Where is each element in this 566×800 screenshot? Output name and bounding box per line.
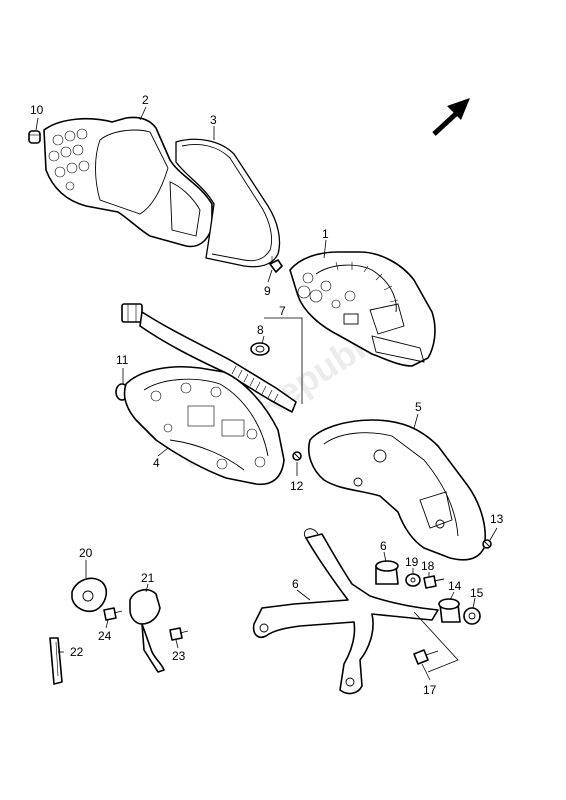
part-number-5: 5 (415, 400, 422, 414)
part-number-17: 17 (423, 683, 437, 697)
part-number-labels: 10 2 3 1 9 7 8 11 4 12 5 13 6 19 18 14 1… (30, 93, 504, 697)
part-number-14: 14 (448, 579, 462, 593)
part-number-9: 9 (264, 284, 271, 298)
part-3-gasket (175, 138, 281, 268)
part-number-1: 1 (322, 227, 329, 241)
part-number-12: 12 (290, 479, 304, 493)
part-23-screw (169, 627, 189, 641)
part-17-bolt (413, 649, 439, 665)
direction-arrow-icon (432, 98, 470, 136)
part-6-bracket (252, 528, 439, 695)
part-6-damper (375, 560, 399, 585)
part-number-11: 11 (116, 353, 129, 367)
part-number-18: 18 (421, 559, 435, 573)
part-number-10: 10 (30, 103, 44, 117)
part-number-7: 7 (279, 304, 286, 318)
part-number-3: 3 (210, 113, 217, 127)
part-24-screw (103, 607, 123, 621)
part-number-24: 24 (98, 629, 112, 643)
part-number-21: 21 (141, 571, 155, 585)
part-number-15: 15 (470, 586, 484, 600)
part-2-meter-cover (43, 116, 213, 248)
part-number-4: 4 (153, 456, 160, 470)
part-9-clip (269, 256, 283, 273)
part-number-6b: 6 (292, 577, 299, 591)
part-number-8: 8 (257, 323, 264, 337)
part-18-bolt (423, 575, 445, 589)
part-20-switch-plate (71, 577, 108, 613)
part-number-23: 23 (172, 649, 186, 663)
part-4-lower-case (123, 365, 285, 486)
part-number-6a: 6 (380, 539, 387, 553)
part-7-wiring-harness (121, 303, 297, 413)
part-1-instrument-assembly (289, 251, 436, 367)
part-number-22: 22 (70, 645, 84, 659)
part-14-spacer (438, 598, 461, 623)
part-22-tie (49, 637, 63, 685)
part-13-screw (482, 539, 492, 549)
part-12-screw (292, 451, 302, 461)
part-19-washer (405, 573, 421, 587)
part-15-grommet (463, 607, 481, 625)
part-number-2: 2 (142, 93, 149, 107)
part-number-20: 20 (79, 546, 93, 560)
leader-lines (35, 106, 498, 681)
part-21-sensor (129, 588, 165, 673)
part-number-19: 19 (405, 555, 419, 569)
part-5-lower-cover (308, 419, 487, 561)
part-number-13: 13 (490, 512, 504, 526)
part-8-grommet (250, 342, 270, 356)
part-10-cap (28, 130, 41, 144)
